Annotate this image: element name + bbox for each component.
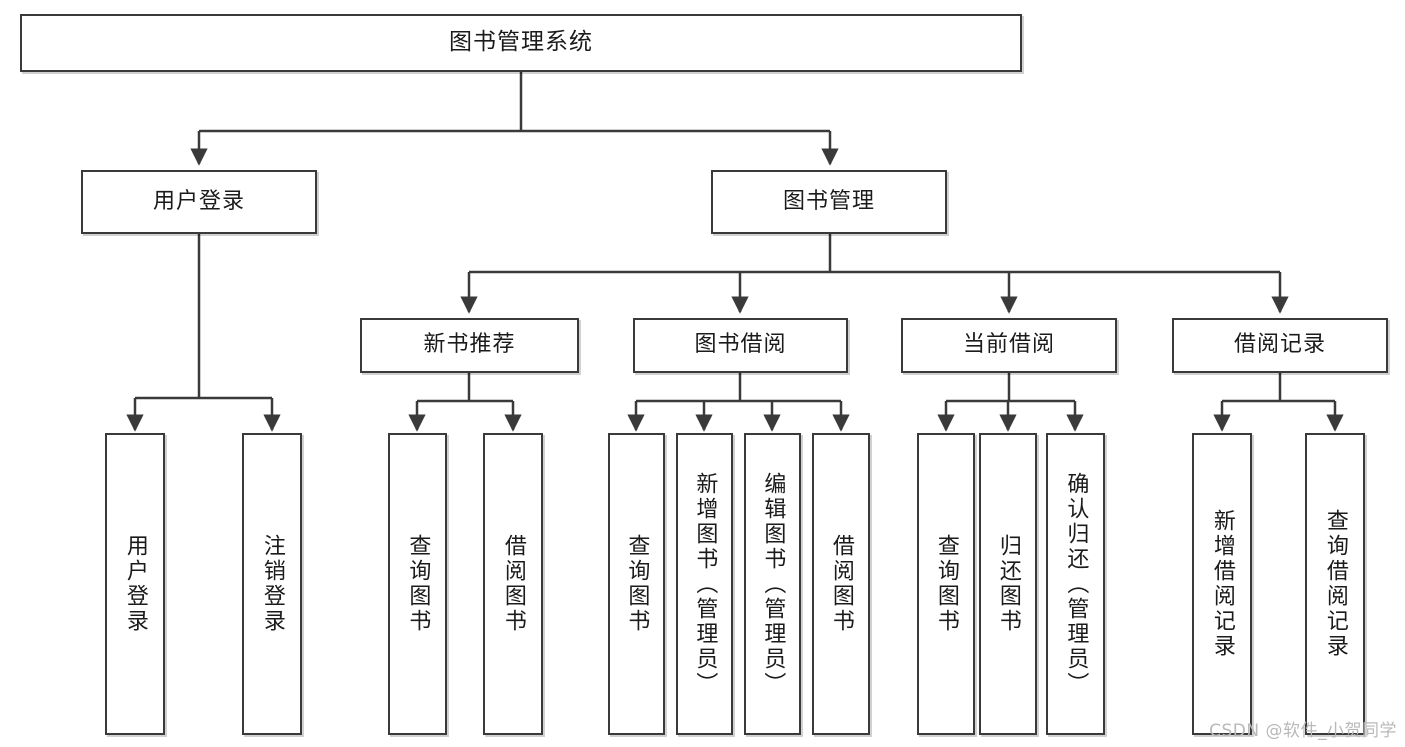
- node-label: 查询图书: [933, 534, 959, 634]
- node-current-borrow[interactable]: 当前借阅: [901, 318, 1117, 373]
- node-label: 借阅图书: [828, 534, 854, 634]
- node-leaf-borrow-book-recommend[interactable]: 借阅图书: [483, 433, 543, 735]
- node-leaf-query-borrow-record[interactable]: 查询借阅记录: [1305, 433, 1365, 735]
- node-root-book-management-system[interactable]: 图书管理系统: [20, 14, 1022, 72]
- node-borrow-record[interactable]: 借阅记录: [1172, 318, 1388, 373]
- node-leaf-confirm-return-admin[interactable]: 确认归还（管理员）: [1046, 433, 1105, 735]
- node-leaf-borrow-book[interactable]: 借阅图书: [812, 433, 870, 735]
- node-leaf-query-book-recommend[interactable]: 查询图书: [388, 433, 447, 735]
- node-label: 当前借阅: [962, 332, 1055, 358]
- node-leaf-add-borrow-record[interactable]: 新增借阅记录: [1192, 433, 1252, 735]
- node-label: 用户登录: [152, 188, 245, 214]
- node-label: 借阅图书: [500, 534, 526, 634]
- node-label: 用户登录: [122, 534, 148, 634]
- node-user-login[interactable]: 用户登录: [81, 170, 317, 234]
- node-leaf-edit-book-admin[interactable]: 编辑图书（管理员）: [744, 433, 801, 735]
- node-label: 查询图书: [405, 534, 431, 634]
- node-label: 查询借阅记录: [1322, 509, 1348, 659]
- node-new-book-recommend[interactable]: 新书推荐: [360, 318, 579, 373]
- node-label: 新增借阅记录: [1209, 509, 1235, 659]
- node-leaf-query-book-current[interactable]: 查询图书: [917, 433, 975, 735]
- node-leaf-logout[interactable]: 注销登录: [242, 433, 302, 735]
- node-leaf-add-book-admin[interactable]: 新增图书（管理员）: [676, 433, 733, 735]
- node-label: 查询图书: [624, 534, 650, 634]
- node-label: 图书管理: [782, 188, 875, 214]
- node-label: 确认归还（管理员）: [1063, 471, 1089, 697]
- node-label: 借阅记录: [1233, 332, 1326, 358]
- node-leaf-return-book[interactable]: 归还图书: [979, 433, 1037, 735]
- csdn-watermark: CSDN @软件_小贺同学: [1209, 721, 1397, 741]
- node-label: 图书管理系统: [449, 29, 593, 56]
- node-label: 新书推荐: [423, 332, 516, 358]
- node-label: 新增图书（管理员）: [692, 471, 718, 697]
- node-book-borrow[interactable]: 图书借阅: [633, 318, 848, 373]
- node-label: 归还图书: [995, 534, 1021, 634]
- node-leaf-query-book-borrow[interactable]: 查询图书: [608, 433, 665, 735]
- node-book-management[interactable]: 图书管理: [711, 170, 947, 234]
- node-leaf-user-login[interactable]: 用户登录: [105, 433, 165, 735]
- node-label: 编辑图书（管理员）: [760, 471, 786, 697]
- node-label: 注销登录: [259, 534, 285, 634]
- node-label: 图书借阅: [694, 332, 787, 358]
